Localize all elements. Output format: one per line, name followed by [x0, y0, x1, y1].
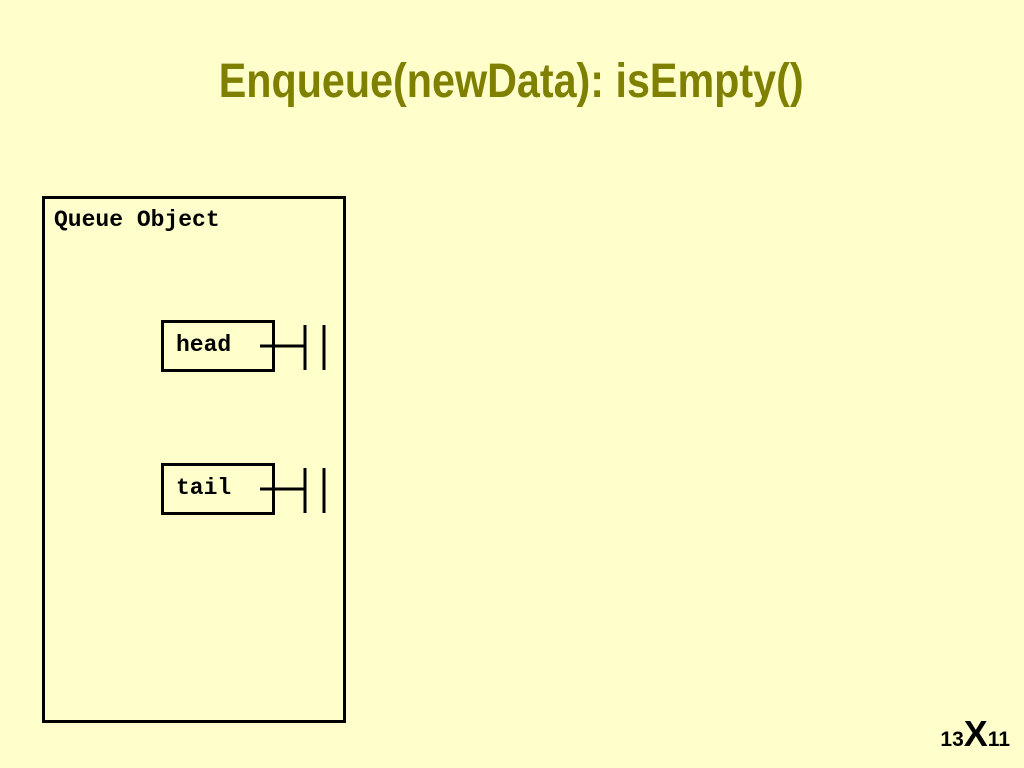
slide-title: Enqueue(newData): isEmpty(): [218, 55, 804, 108]
slide-footer-logo: 13X11: [940, 716, 1010, 752]
queue-object-box: [42, 196, 346, 723]
footer-mark: X: [963, 713, 988, 754]
tail-null-pointer-icon: [260, 468, 326, 513]
tail-field-box: tail: [161, 463, 275, 515]
tail-field-label: tail: [176, 475, 232, 501]
queue-object-label: Queue Object: [54, 207, 220, 233]
head-field-label: head: [176, 332, 232, 358]
footer-right-number: 11: [987, 728, 1010, 751]
footer-left-number: 13: [940, 728, 964, 751]
head-null-pointer-icon: [260, 325, 326, 370]
